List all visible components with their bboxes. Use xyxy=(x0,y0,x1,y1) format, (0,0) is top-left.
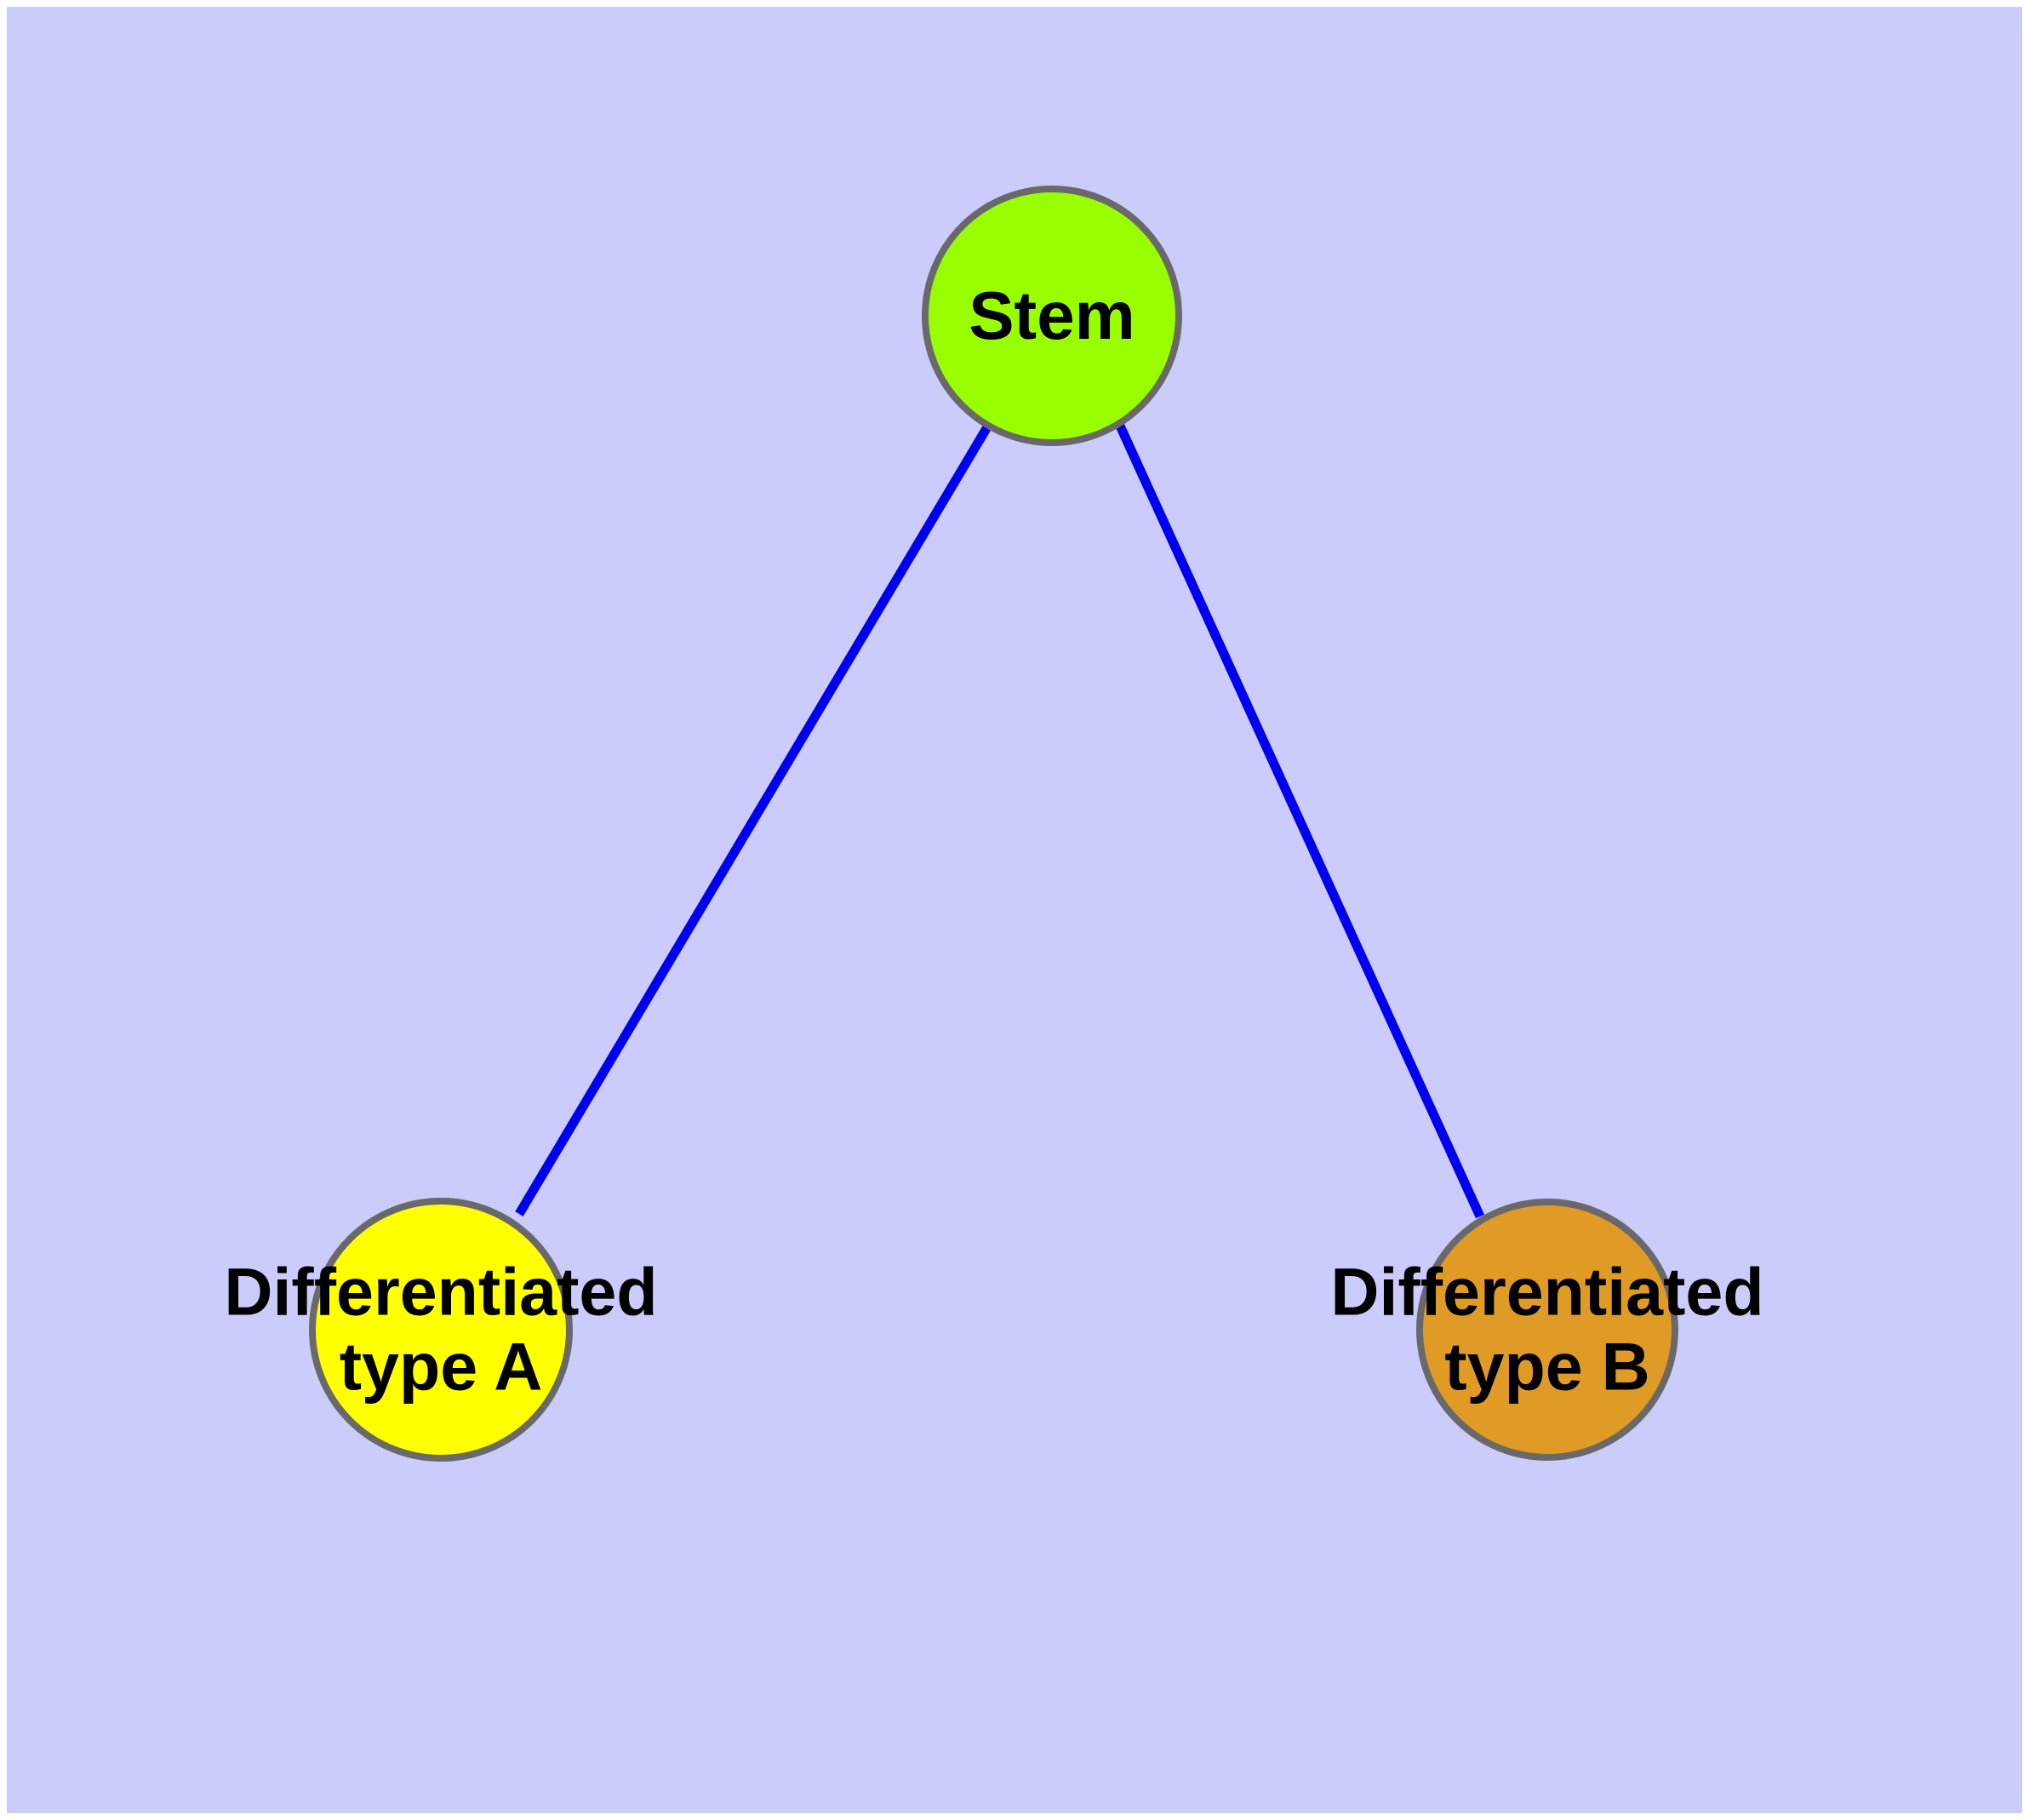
edge-stem-to-diff-b xyxy=(1114,421,1485,1219)
node-diff-a[interactable] xyxy=(309,1198,573,1462)
node-diff-b[interactable] xyxy=(1416,1199,1678,1461)
edge-stem-to-diff-a xyxy=(515,423,992,1216)
node-stem[interactable] xyxy=(922,186,1182,446)
edges-group xyxy=(515,421,1485,1219)
nodes-group xyxy=(309,186,1678,1462)
